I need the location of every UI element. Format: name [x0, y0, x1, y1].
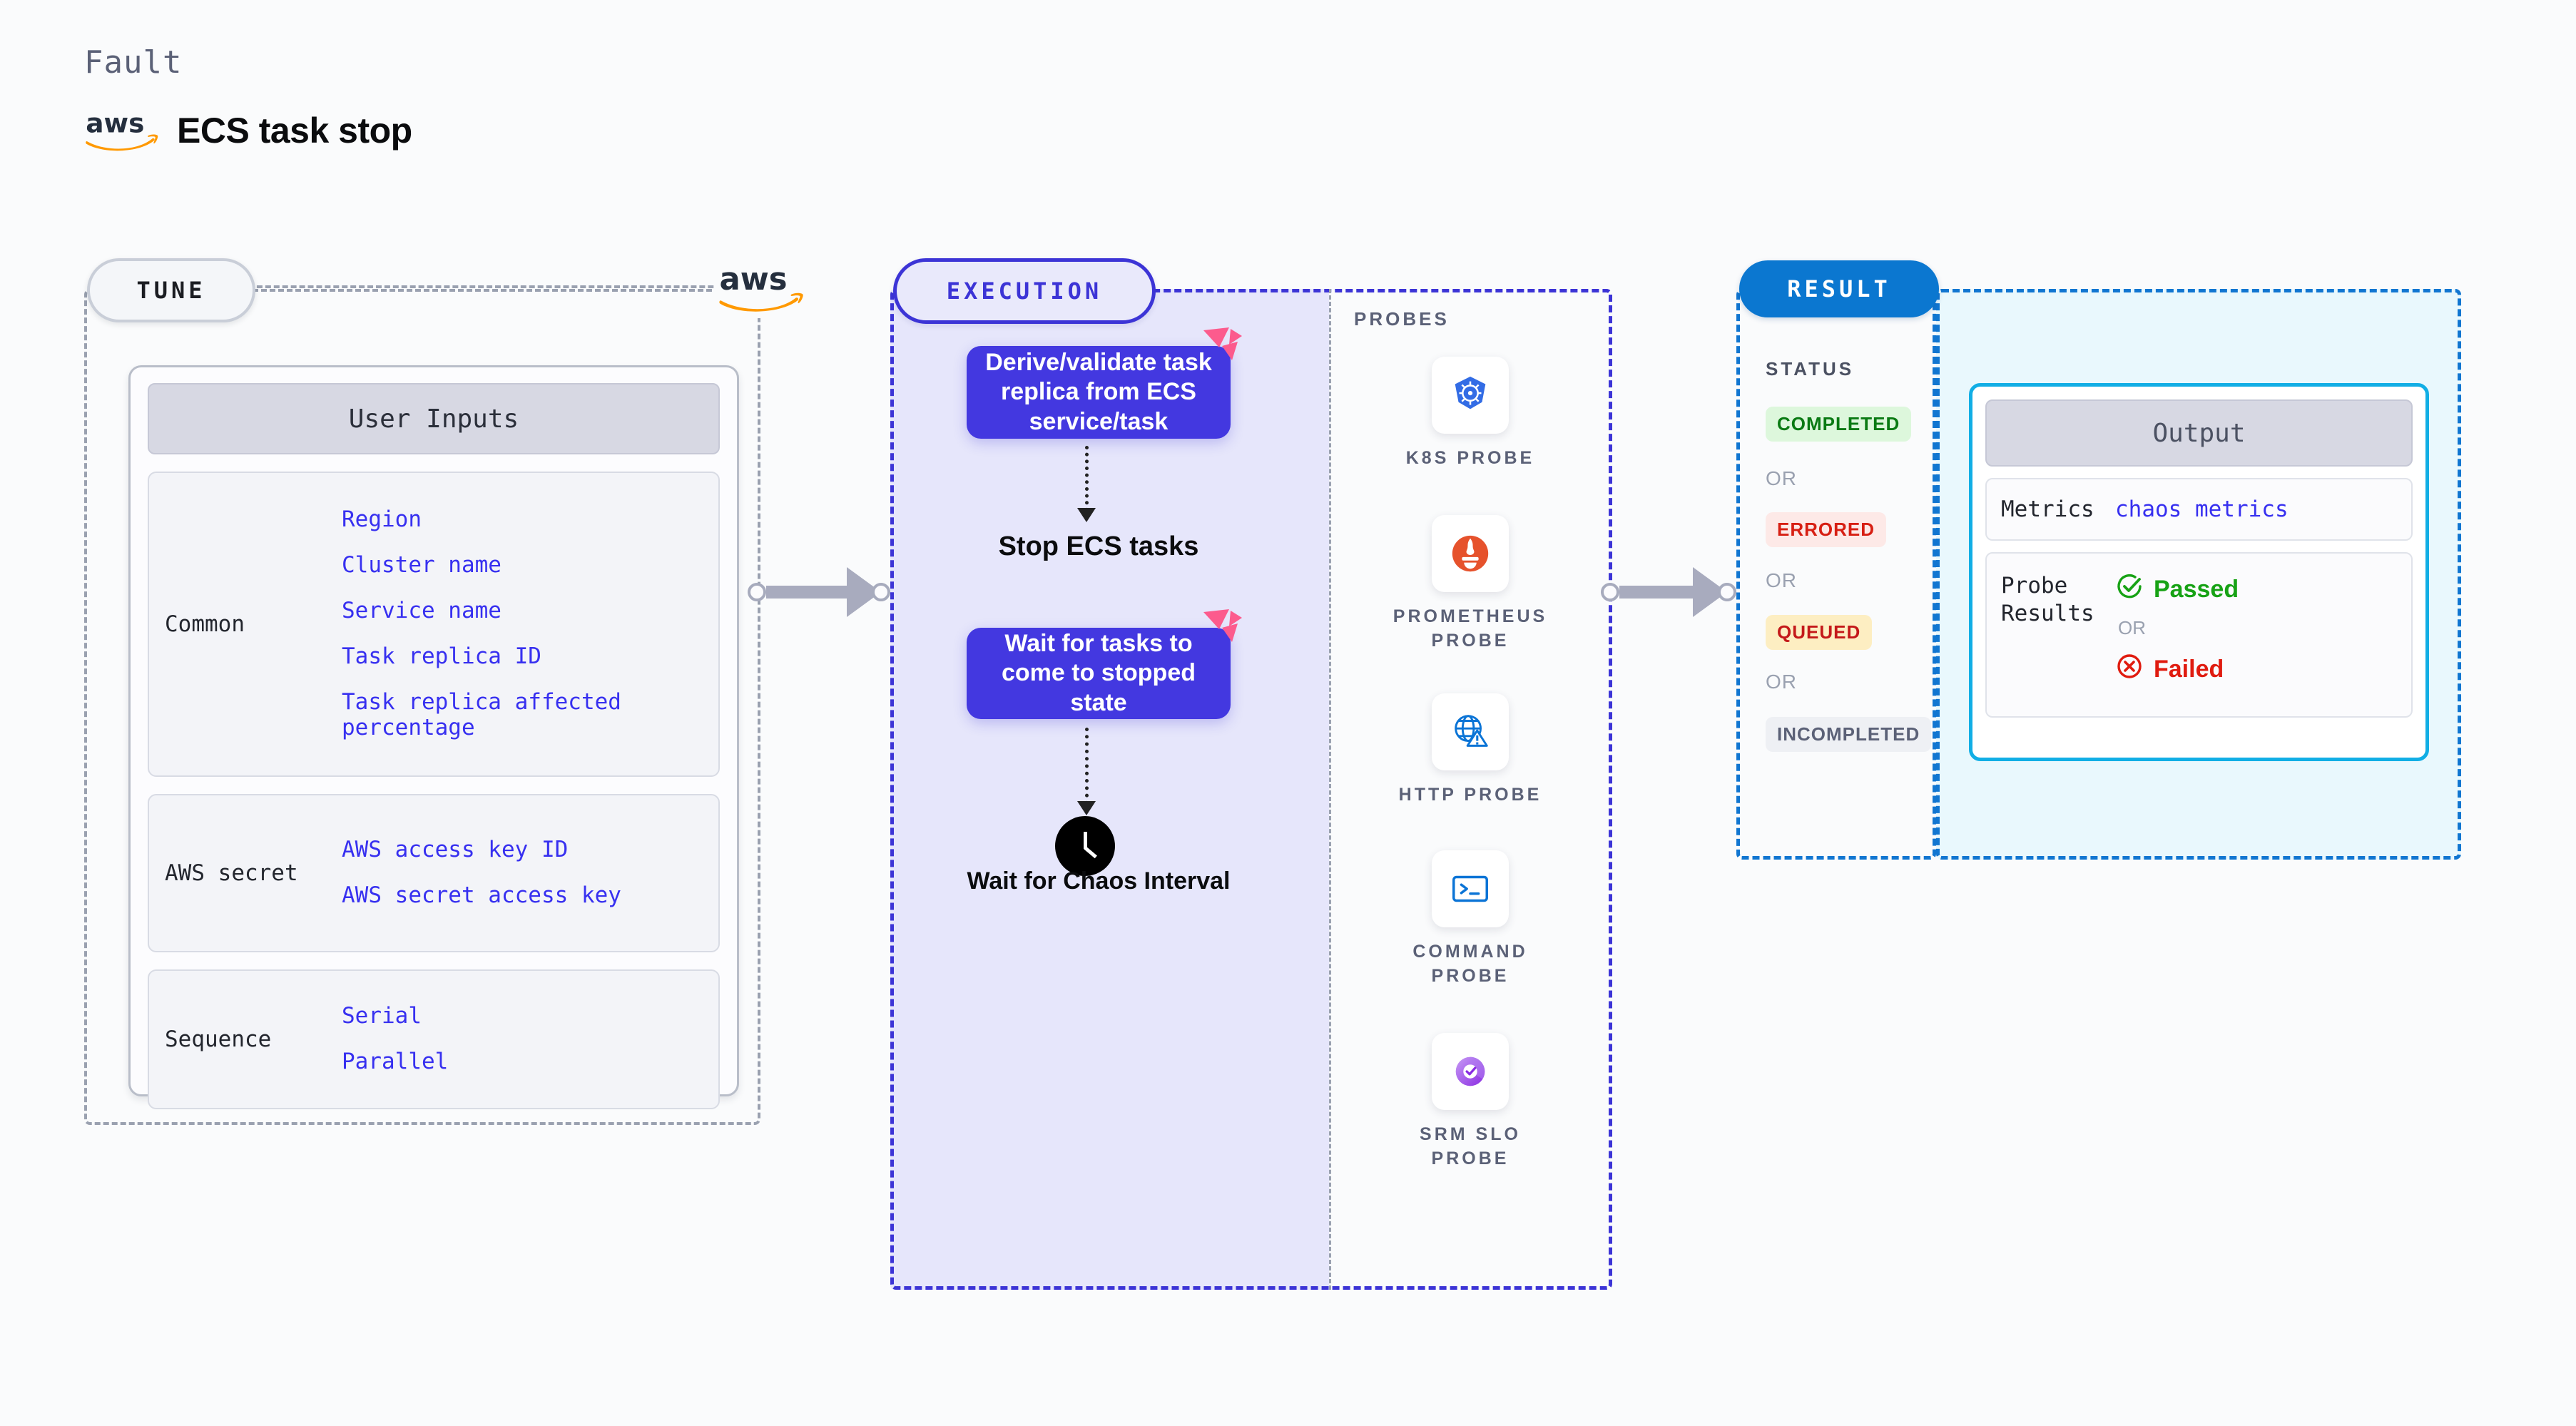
probes-title: PROBES	[1354, 308, 1450, 330]
execution-step-wait[interactable]: Wait for tasks to come to stopped state	[967, 609, 1242, 719]
status-badge-completed: COMPLETED	[1766, 407, 1912, 442]
user-inputs-card: User Inputs Common Region Cluster name S…	[128, 365, 739, 1109]
tune-group-aws-secret: AWS secret AWS access key ID AWS secret …	[148, 794, 720, 952]
probe-item-prometheus[interactable]: PROMETHEUS PROBE	[1388, 515, 1552, 653]
output-metrics-label: Metrics	[2001, 496, 2094, 522]
arrow-tune-to-execution	[748, 567, 890, 617]
tune-value[interactable]: Region	[342, 506, 422, 533]
tune-value[interactable]: Task replica affected percentage	[342, 688, 621, 740]
srm-slo-icon	[1432, 1033, 1509, 1110]
status-label: STATUS	[1766, 358, 1855, 380]
output-title: Output	[1985, 399, 2413, 467]
tune-value[interactable]: AWS secret access key	[342, 882, 621, 908]
probe-caption: COMMAND PROBE	[1412, 942, 1528, 986]
fault-title: ECS task stop	[177, 111, 412, 151]
probe-verdict-failed: Failed	[2115, 652, 2411, 687]
svg-text:aws: aws	[720, 262, 788, 297]
status-badge-queued: QUEUED	[1766, 615, 1873, 650]
flow-connector	[1085, 446, 1089, 511]
execution-region	[890, 289, 1612, 1290]
tune-group-sequence: Sequence Serial Parallel	[148, 969, 720, 1109]
tune-value[interactable]: Cluster name	[342, 552, 502, 579]
tune-value[interactable]: AWS access key ID	[342, 837, 569, 863]
or-separator: OR	[1766, 467, 1797, 489]
tune-group-label: Sequence	[165, 1027, 272, 1052]
status-badge-errored: ERRORED	[1766, 512, 1887, 547]
or-separator: OR	[1766, 569, 1797, 591]
user-inputs-title: User Inputs	[148, 383, 720, 454]
arrow-start-dot	[1601, 583, 1619, 601]
output-probe-results-label: Probe Results	[2001, 573, 2094, 626]
tune-region	[84, 289, 760, 1125]
svg-text:aws: aws	[86, 108, 144, 139]
probe-item-http[interactable]: HTTP PROBE	[1388, 693, 1552, 808]
tune-value[interactable]: Task replica ID	[342, 643, 541, 669]
tune-value[interactable]: Service name	[342, 598, 502, 624]
execution-step-derive[interactable]: Derive/validate task replica from ECS se…	[967, 327, 1242, 439]
tune-dashed-connector	[248, 285, 748, 288]
fault-header: aws ECS task stop	[84, 107, 412, 154]
tune-group-label: AWS secret	[165, 860, 298, 886]
arrow-shaft	[1619, 586, 1693, 599]
probe-caption: K8S PROBE	[1405, 448, 1535, 468]
probe-caption: SRM SLO PROBE	[1420, 1124, 1521, 1168]
x-circle-icon	[2115, 652, 2144, 687]
aws-logo-icon: aws	[84, 107, 161, 154]
or-separator: OR	[2118, 617, 2146, 638]
flow-connector	[1085, 728, 1089, 805]
result-status-region	[1736, 289, 1936, 860]
tune-group-label: Common	[165, 611, 245, 637]
arrow-shaft	[766, 586, 847, 599]
probe-item-command[interactable]: COMMAND PROBE	[1388, 850, 1552, 989]
result-pill[interactable]: RESULT	[1739, 260, 1939, 317]
prometheus-icon	[1432, 515, 1509, 592]
probe-item-srm-slo[interactable]: SRM SLO PROBE	[1388, 1033, 1552, 1171]
page-kicker: Fault	[84, 44, 183, 81]
clock-icon	[1055, 816, 1115, 876]
status-badge-incompleted: INCOMPLETED	[1766, 717, 1932, 752]
output-metrics-value[interactable]: chaos metrics	[2115, 496, 2289, 522]
probe-verdict-passed-label: Passed	[2154, 576, 2239, 603]
execution-step-stop-label: Stop ECS tasks	[998, 531, 1199, 561]
execution-fill	[890, 289, 1329, 1290]
output-row-metrics: Metrics chaos metrics	[1985, 478, 2413, 541]
flow-connector-arrow-icon	[1077, 508, 1096, 522]
execution-step-wait-chaos-label: Wait for Chaos Interval	[967, 867, 1231, 895]
arrow-execution-to-result	[1601, 567, 1736, 617]
execution-step-label: Wait for tasks to come to stopped state	[1001, 629, 1196, 716]
check-circle-icon	[2115, 572, 2144, 607]
tune-pill[interactable]: TUNE	[87, 258, 255, 322]
arrow-start-dot	[748, 583, 766, 601]
litmus-badge-icon	[1198, 608, 1243, 648]
execution-pill[interactable]: EXECUTION	[893, 258, 1156, 324]
output-card: Output Metrics chaos metrics Probe Resul…	[1969, 383, 2429, 761]
terminal-icon	[1432, 850, 1509, 927]
probe-verdict-passed: Passed	[2115, 572, 2411, 607]
execution-step-label: Derive/validate task replica from ECS se…	[985, 348, 1212, 435]
arrow-end-dot	[872, 583, 890, 601]
or-separator: OR	[1766, 671, 1797, 693]
http-globe-icon	[1432, 693, 1509, 770]
probe-caption: PROMETHEUS PROBE	[1393, 606, 1548, 651]
flow-connector-arrow-icon	[1077, 801, 1096, 815]
arrow-end-dot	[1718, 583, 1736, 601]
aws-badge-icon: aws	[715, 257, 808, 318]
tune-group-common: Common Region Cluster name Service name …	[148, 472, 720, 777]
probes-column	[1329, 289, 1612, 1290]
tune-value[interactable]: Parallel	[342, 1049, 449, 1074]
tune-value[interactable]: Serial	[342, 1003, 422, 1029]
output-row-probe-results: Probe Results Passed OR	[1985, 552, 2413, 718]
probe-verdict-failed-label: Failed	[2154, 656, 2224, 683]
kubernetes-icon	[1432, 357, 1509, 434]
litmus-badge-icon	[1198, 326, 1243, 366]
probe-caption: HTTP PROBE	[1398, 785, 1542, 805]
probe-item-k8s[interactable]: K8S PROBE	[1388, 357, 1552, 471]
